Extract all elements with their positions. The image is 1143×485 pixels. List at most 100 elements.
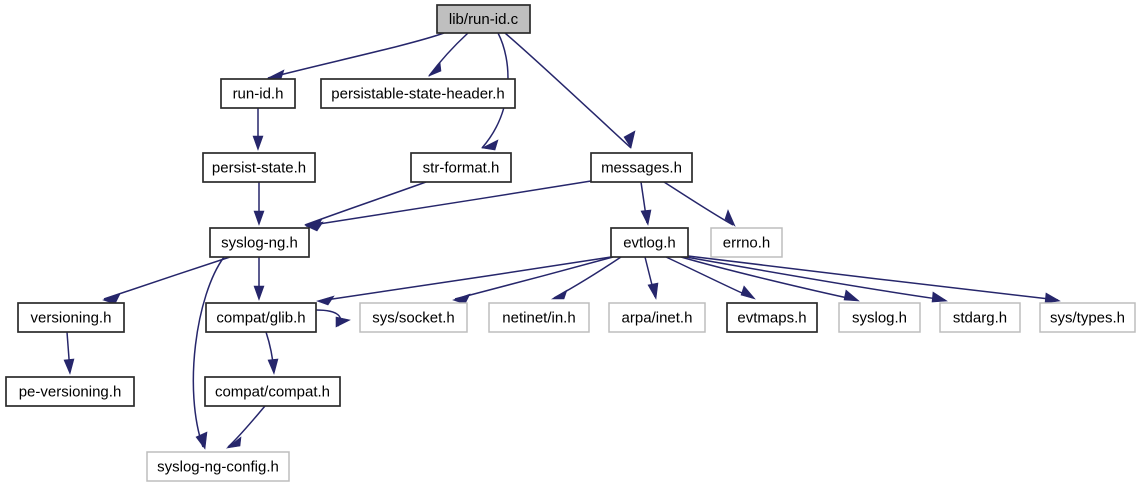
edge-line: [103, 256, 231, 300]
node-box[interactable]: [610, 227, 689, 258]
edge-messages-h-to-syslog-ng-h: [305, 180, 592, 232]
graph-node-syslog-h[interactable]: syslog.h: [838, 302, 921, 333]
arrowhead-icon: [931, 291, 948, 303]
graph-node-evtlog-h[interactable]: evtlog.h: [610, 227, 689, 258]
node-box[interactable]: [209, 227, 310, 258]
node-label: run-id.h: [233, 85, 284, 102]
node-label: evtlog.h: [623, 234, 676, 251]
edge-line: [454, 256, 614, 300]
graph-node-syslog-ng-h[interactable]: syslog-ng.h: [209, 227, 310, 258]
graph-node-compat-compat-h[interactable]: compat/compat.h: [204, 376, 341, 407]
node-box[interactable]: [17, 302, 125, 333]
node-box[interactable]: [726, 302, 818, 333]
node-label: versioning.h: [31, 309, 112, 326]
edge-compat-glib-h-to-compat-compat-h: [265, 331, 279, 375]
arrowhead-icon: [305, 221, 324, 232]
arrowhead-icon: [316, 295, 335, 306]
node-box[interactable]: [710, 227, 783, 258]
edge-compat-glib-h-to-compat-glib-h: [315, 309, 351, 328]
node-label: lib/run-id.c: [449, 11, 519, 28]
edge-evtlog-h-to-compat-glib-h: [316, 256, 612, 306]
graph-node-compat-glib-h[interactable]: compat/glib.h: [205, 302, 317, 333]
edge-line: [665, 256, 754, 299]
node-box[interactable]: [205, 302, 317, 333]
graph-node-errno-h[interactable]: errno.h: [710, 227, 783, 258]
graph-node-run-id-c[interactable]: lib/run-id.c: [436, 4, 531, 34]
graph-node-sys-types-h[interactable]: sys/types.h: [1039, 302, 1136, 333]
edge-evtlog-h-to-sys-types-h: [687, 255, 1061, 304]
arrowhead-icon: [428, 61, 442, 77]
graph-node-run-id-h[interactable]: run-id.h: [220, 78, 296, 109]
node-label: netinet/in.h: [502, 309, 575, 326]
node-box[interactable]: [838, 302, 921, 333]
node-box[interactable]: [204, 376, 341, 407]
node-box[interactable]: [202, 152, 316, 183]
edge-line: [504, 32, 632, 149]
edge-evtlog-h-to-evtmaps-h: [665, 256, 756, 300]
node-label: evtmaps.h: [737, 309, 806, 326]
edge-evtlog-h-to-syslog-h: [680, 256, 860, 302]
edge-layer: [63, 32, 1061, 450]
arrowhead-icon: [102, 293, 121, 305]
node-box[interactable]: [320, 78, 516, 109]
node-box[interactable]: [1039, 302, 1136, 333]
graph-node-versioning-h[interactable]: versioning.h: [17, 302, 125, 333]
edge-run-id-h-to-persist-state-h: [252, 108, 264, 151]
node-box[interactable]: [590, 152, 693, 183]
edge-syslog-ng-h-to-compat-glib-h: [253, 257, 265, 301]
graph-node-persistable-state-header-h[interactable]: persistable-state-header.h: [320, 78, 516, 109]
graph-node-pe-versioning-h[interactable]: pe-versioning.h: [5, 376, 135, 407]
node-label: arpa/inet.h: [622, 309, 693, 326]
node-box[interactable]: [359, 302, 468, 333]
node-label: sys/socket.h: [372, 309, 455, 326]
node-box[interactable]: [436, 4, 531, 34]
edge-line: [304, 181, 427, 226]
edge-run-id-c-to-run-id-h: [266, 32, 445, 80]
edge-line: [687, 255, 1059, 301]
graph-node-arpa-inet-h[interactable]: arpa/inet.h: [608, 302, 706, 333]
node-box[interactable]: [220, 78, 296, 109]
edge-messages-h-to-evtlog-h: [640, 181, 652, 226]
node-label: syslog-ng-config.h: [157, 458, 279, 475]
node-box[interactable]: [488, 302, 590, 333]
graph-node-str-format-h[interactable]: str-format.h: [410, 152, 512, 183]
edge-line: [305, 180, 592, 227]
arrowhead-icon: [452, 293, 471, 305]
graph-node-syslog-ng-config-h[interactable]: syslog-ng-config.h: [146, 451, 290, 482]
node-label: persist-state.h: [212, 159, 306, 176]
node-box[interactable]: [5, 376, 135, 407]
node-label: compat/glib.h: [216, 309, 305, 326]
node-box[interactable]: [939, 302, 1021, 333]
edge-evtlog-h-to-sys-socket-h: [452, 256, 614, 305]
arrowhead-icon: [647, 282, 659, 300]
graph-node-stdarg-h[interactable]: stdarg.h: [939, 302, 1021, 333]
node-label: str-format.h: [423, 159, 500, 176]
node-box[interactable]: [410, 152, 512, 183]
edge-compat-compat-h-to-syslog-ng-config-h: [225, 405, 266, 449]
edge-evtlog-h-to-arpa-inet-h: [644, 256, 659, 300]
graph-node-persist-state-h[interactable]: persist-state.h: [202, 152, 316, 183]
graph-node-sys-socket-h[interactable]: sys/socket.h: [359, 302, 468, 333]
edge-run-id-c-to-messages-h: [504, 32, 636, 149]
node-box[interactable]: [608, 302, 706, 333]
edge-run-id-c-to-persistable-state-header-h: [428, 32, 469, 77]
node-label: pe-versioning.h: [19, 383, 122, 400]
edge-evtlog-h-to-stdarg-h: [685, 256, 948, 303]
edge-line: [685, 256, 946, 301]
edge-line: [663, 181, 734, 226]
arrowhead-icon: [253, 210, 265, 226]
edge-line: [680, 256, 858, 301]
arrowhead-icon: [550, 289, 568, 300]
arrowhead-icon: [63, 358, 75, 375]
arrowhead-icon: [195, 431, 208, 450]
node-label: stdarg.h: [953, 309, 1007, 326]
graph-node-netinet-in-h[interactable]: netinet/in.h: [488, 302, 590, 333]
arrowhead-icon: [252, 135, 264, 151]
node-box[interactable]: [146, 451, 290, 482]
arrowhead-icon: [335, 316, 351, 328]
graph-node-messages-h[interactable]: messages.h: [590, 152, 693, 183]
graph-node-evtmaps-h[interactable]: evtmaps.h: [726, 302, 818, 333]
node-label: persistable-state-header.h: [331, 85, 504, 102]
edge-line: [267, 32, 445, 79]
node-label: compat/compat.h: [215, 383, 330, 400]
